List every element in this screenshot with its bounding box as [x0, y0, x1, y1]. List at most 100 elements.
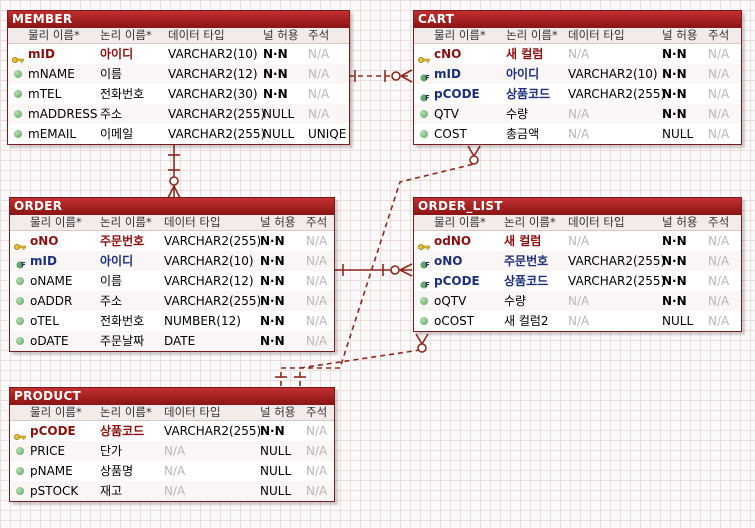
attr-phys: cNO [434, 47, 462, 61]
attr-type: VARCHAR2(255) [164, 234, 262, 248]
attr-phys: mTEL [28, 87, 62, 101]
attr-type: N/A [568, 314, 590, 328]
attr-type: VARCHAR2(10) [168, 47, 258, 61]
attr-logic: 재고 [100, 484, 123, 498]
rel-product-orderlist-crow1 [415, 333, 423, 345]
attr-null: NULL [662, 314, 694, 328]
svg-text:F: F [21, 261, 26, 269]
header-phys: 물리 이름* [28, 28, 80, 42]
entity-title[interactable]: ORDER [10, 198, 334, 215]
attr-type: N/A [568, 234, 590, 248]
rel-member-order-crow1 [167, 185, 175, 199]
header-null: 널 허용 [260, 215, 296, 229]
attr-type: VARCHAR2(12) [168, 67, 258, 81]
attr-type: VARCHAR2(255) [568, 254, 666, 268]
attr-logic: 주문날짜 [100, 334, 145, 348]
rel-product-orderlist-crow2 [421, 333, 429, 345]
attr-comment: N/A [306, 484, 328, 498]
attribute-icon [16, 317, 24, 325]
header-comment: 주석 [708, 215, 730, 229]
header-null: 널 허용 [260, 405, 296, 419]
attr-logic: 주문번호 [100, 234, 145, 248]
entity-title[interactable]: MEMBER [8, 11, 349, 28]
attr-null: N·N [263, 67, 288, 81]
attr-null: NULL [260, 444, 292, 458]
header-null: 널 허용 [662, 215, 698, 229]
header-phys: 물리 이름* [434, 215, 486, 229]
header-logic: 논리 이름* [100, 28, 152, 42]
attr-type: VARCHAR2(255) [168, 107, 266, 121]
attr-null: N·N [662, 234, 687, 248]
attr-null: N·N [662, 254, 687, 268]
attr-type: VARCHAR2(30) [168, 87, 258, 101]
attr-phys: QTV [434, 107, 459, 121]
foreign-key-icon: F [420, 276, 430, 289]
attr-type: VARCHAR2(255) [168, 127, 266, 141]
attr-logic: 주문번호 [504, 254, 549, 268]
rel-member-cart-crow1 [400, 69, 413, 77]
attribute-icon [420, 110, 428, 118]
header-logic: 논리 이름* [506, 28, 558, 42]
attr-comment: N/A [306, 294, 328, 308]
attr-null: N·N [662, 294, 687, 308]
header-type: 데이터 타입 [568, 215, 625, 229]
rel-product-cart-crow2 [473, 145, 481, 157]
rel-order-orderlist-crow2 [399, 269, 413, 277]
attr-logic: 아이디 [506, 67, 540, 81]
attr-logic: 상품코드 [100, 424, 145, 438]
attr-type: VARCHAR2(10) [164, 254, 254, 268]
entity-title[interactable]: PRODUCT [10, 388, 334, 405]
header-type: 데이터 타입 [568, 28, 625, 42]
attr-comment: N/A [308, 47, 330, 61]
header-logic: 논리 이름* [100, 405, 152, 419]
entity-title[interactable]: CART [414, 11, 741, 28]
header-type: 데이터 타입 [164, 215, 221, 229]
attr-phys: mADDRESS [28, 107, 98, 121]
header-type: 데이터 타입 [164, 405, 221, 419]
attr-null: NULL [662, 127, 694, 141]
attribute-icon [14, 130, 22, 138]
header-logic: 논리 이름* [100, 215, 152, 229]
entity-title[interactable]: ORDER_LIST [414, 198, 741, 215]
attr-logic: 아이디 [100, 254, 134, 268]
attr-null: N·N [260, 254, 285, 268]
attr-comment: N/A [308, 67, 330, 81]
attr-logic: 새 컬럼2 [504, 314, 549, 328]
attr-phys: pCODE [434, 87, 480, 101]
attr-comment: N/A [708, 107, 730, 121]
svg-text:F: F [425, 94, 430, 102]
attr-type: VARCHAR2(255) [164, 294, 262, 308]
header-comment: 주석 [708, 28, 730, 42]
